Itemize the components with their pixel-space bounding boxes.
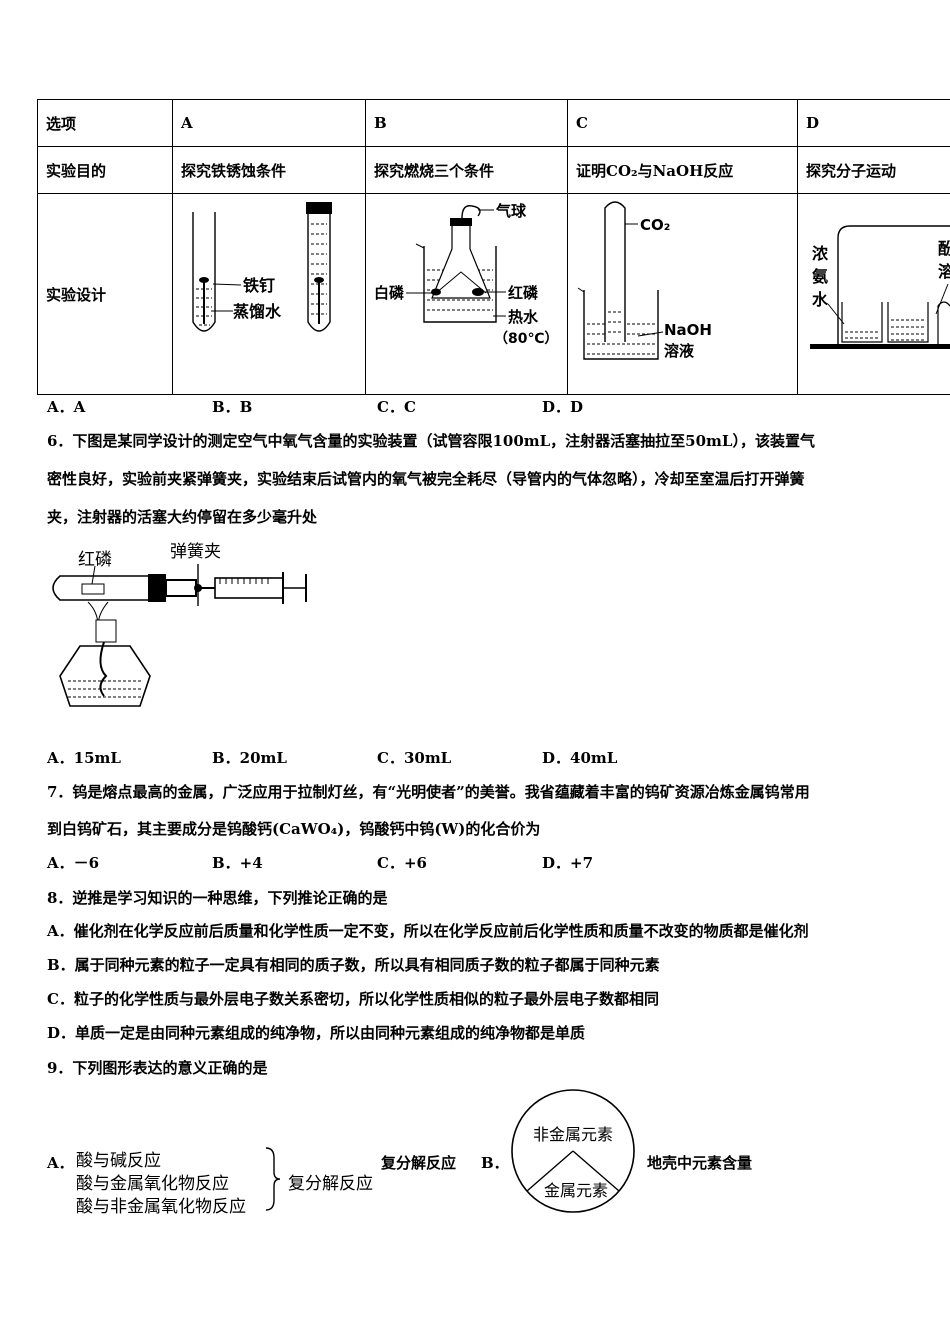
q9-a-caption: 复分解反应: [381, 1154, 457, 1172]
figure-co2-naoh: CO₂ NaOH 溶液: [567, 193, 798, 395]
label-ammonia-3: 水: [812, 290, 829, 309]
table-row: 实验设计 铁钉 蒸馏水: [37, 193, 950, 395]
q6-stem-line: 夹，注射器的活塞大约停留在多少毫升处: [47, 508, 318, 526]
figure-combustion: 气球 白磷 红磷 热水 （80℃）: [365, 193, 568, 395]
q9-option-a-label[interactable]: A．: [47, 1154, 74, 1172]
table-header-cell: C: [567, 99, 798, 147]
q6-option-d[interactable]: D．40mL: [542, 749, 618, 767]
q5-option-b[interactable]: B．B: [212, 398, 253, 416]
q9-a-item: 酸与碱反应: [76, 1151, 161, 1171]
label-water: 蒸馏水: [233, 302, 282, 321]
q8-option-c[interactable]: C．粒子的化学性质与最外层电子数关系密切，所以化学性质相似的粒子最外层电子数都相…: [47, 990, 659, 1008]
label-solution: 溶液: [664, 342, 695, 360]
q9-stem: 9．下列图形表达的意义正确的是: [47, 1059, 268, 1077]
label-ammonia-1: 浓: [812, 244, 829, 263]
table-header-cell: A: [172, 99, 366, 147]
q7-stem-line: 到白钨矿石，其主要成分是钨酸钙(CaWO₄)，钨酸钙中钨(W)的化合价为: [47, 820, 541, 838]
q6-stem-line: 6．下图是某同学设计的测定空气中氧气含量的实验装置（试管容限100mL，注射器活…: [47, 432, 815, 450]
figure-iron-rust: 铁钉 蒸馏水: [172, 193, 366, 395]
table-header-cell: B: [365, 99, 568, 147]
q6-option-b[interactable]: B．20mL: [212, 749, 287, 767]
table-header-cell: 选项: [37, 99, 173, 147]
table-row: 实验目的 探究铁锈蚀条件 探究燃烧三个条件 证明CO₂与NaOH反应 探究分子运…: [37, 146, 950, 194]
label-white-phosphorus: 白磷: [374, 284, 405, 302]
label-metal: 金属元素: [544, 1181, 608, 1200]
q7-option-d[interactable]: D．+7: [542, 854, 594, 872]
label-phenol-1: 酚: [938, 239, 950, 258]
q7-stem-line: 7．钨是熔点最高的金属，广泛应用于拉制灯丝，有“光明使者”的美誉。我省蕴藏着丰富…: [47, 783, 810, 801]
bell-jar-diagram: 浓 氨 水 酚 溶: [810, 225, 950, 349]
q6-stem-line: 密性良好，实验前夹紧弹簧夹，实验结束后试管内的氧气被完全耗尽（导管内的气体忽略）…: [47, 470, 805, 488]
q5-option-a[interactable]: A．A: [47, 398, 86, 416]
label-spring-clip: 弹簧夹: [170, 542, 221, 562]
q7-option-b[interactable]: B．+4: [212, 854, 263, 872]
q8-stem: 8．逆推是学习知识的一种思维，下列推论正确的是: [47, 889, 388, 907]
q8-option-d[interactable]: D．单质一定是由同种元素组成的纯净物，所以由同种元素组成的纯净物都是单质: [47, 1024, 586, 1042]
row-label: 实验设计: [37, 193, 173, 395]
q5-option-d[interactable]: D．D: [542, 398, 584, 416]
q8-option-a[interactable]: A．催化剂在化学反应前后质量和化学性质一定不变，所以在化学反应前后化学性质和质量…: [47, 922, 809, 940]
label-red-phosphorus: 红磷: [78, 550, 112, 570]
table-cell: 探究分子运动: [797, 146, 950, 194]
table-header-row: 选项 A B C D: [37, 99, 950, 147]
q8-option-b[interactable]: B．属于同种元素的粒子一定具有相同的质子数，所以具有相同质子数的粒子都属于同种元…: [47, 956, 660, 974]
label-naoh: NaOH: [664, 321, 712, 339]
q5-option-c[interactable]: C．C: [377, 398, 416, 416]
row-label: 实验目的: [37, 146, 173, 194]
q9-b-caption: 地壳中元素含量: [647, 1154, 753, 1172]
q9-a-item: 酸与非金属氧化物反应: [76, 1197, 246, 1217]
q9-a-item: 酸与金属氧化物反应: [76, 1174, 229, 1194]
q9-b-pie-figure: 非金属元素 金属元素: [511, 1089, 635, 1213]
label-co2: CO₂: [640, 216, 670, 234]
q7-option-a[interactable]: A．－6: [47, 854, 100, 872]
q6-apparatus-figure: 红磷 弹簧夹: [52, 542, 307, 707]
label-ammonia-2: 氨: [812, 267, 828, 286]
label-red-phosphorus: 红磷: [508, 284, 539, 302]
label-nonmetal: 非金属元素: [533, 1125, 613, 1144]
label-temperature: （80℃）: [494, 331, 558, 347]
table-cell: 探究铁锈蚀条件: [172, 146, 366, 194]
test-tube-diagram: 铁钉 蒸馏水: [192, 202, 332, 332]
label-hot-water: 热水: [508, 308, 539, 326]
table-cell: 探究燃烧三个条件: [365, 146, 568, 194]
label-phenol-2: 溶: [938, 262, 950, 281]
q7-option-c[interactable]: C．+6: [377, 854, 427, 872]
beaker-diagram: 气球 白磷 红磷 热水 （80℃）: [374, 202, 558, 347]
label-nail: 铁钉: [243, 276, 275, 295]
brace-icon: [265, 1147, 281, 1211]
label-balloon: 气球: [495, 202, 527, 220]
q6-option-a[interactable]: A．15mL: [47, 749, 121, 767]
figure-molecule-motion: 浓 氨 水 酚 溶: [797, 193, 950, 395]
q6-option-c[interactable]: C．30mL: [377, 749, 452, 767]
table-header-cell: D: [797, 99, 950, 147]
table-cell: 证明CO₂与NaOH反应: [567, 146, 798, 194]
experiment-table: 选项 A B C D 实验目的 探究铁锈蚀条件 探究燃烧三个条件 证明CO₂与N…: [37, 99, 950, 395]
inverted-tube-diagram: CO₂ NaOH 溶液: [577, 201, 712, 360]
q9-a-group-label: 复分解反应: [288, 1174, 373, 1194]
q9-option-b-label[interactable]: B．: [481, 1154, 509, 1172]
